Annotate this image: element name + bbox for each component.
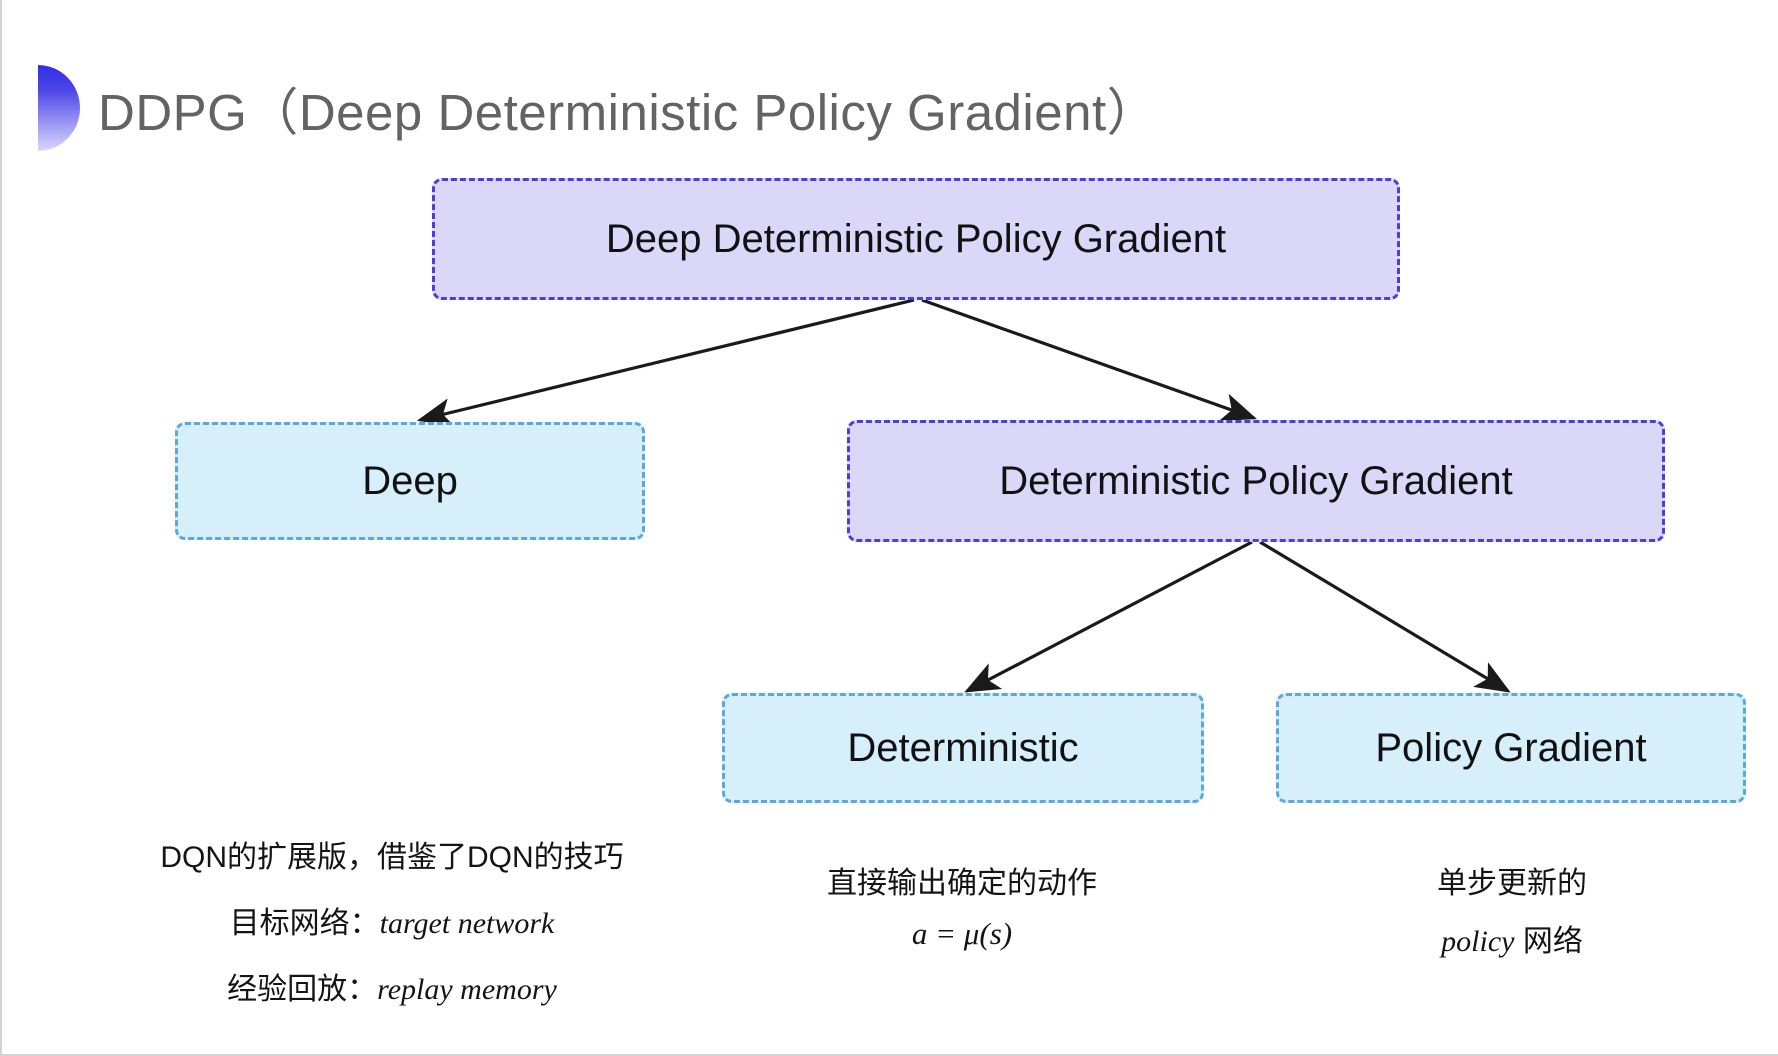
annotation-deep-line1: DQN的扩展版，借鉴了DQN的技巧 bbox=[160, 841, 624, 874]
bullet-half-circle-icon bbox=[38, 65, 80, 151]
page-title: DDPG（Deep Deterministic Policy Gradient） bbox=[98, 84, 1159, 141]
annotation-policy-gradient: 单步更新的 policy 网络 bbox=[1272, 858, 1752, 960]
annotation-policy-gradient-term: policy bbox=[1441, 925, 1515, 958]
node-label: Deterministic bbox=[847, 726, 1079, 770]
node-label: Deep bbox=[362, 459, 458, 503]
edge-dpg-to-policy-gradient bbox=[1259, 540, 1511, 693]
annotation-deep-line3-term: replay memory bbox=[377, 973, 557, 1006]
annotation-deep-line2: 目标网络：target network bbox=[62, 898, 722, 942]
node-label: Policy Gradient bbox=[1375, 726, 1647, 770]
annotation-deterministic-line1: 直接输出确定的动作 bbox=[827, 867, 1097, 900]
annotation-deep-line2-term: target network bbox=[379, 907, 555, 940]
edge-dpg-to-deterministic bbox=[964, 540, 1253, 693]
edge-root-to-deep bbox=[416, 298, 915, 427]
annotation-deterministic-formula: a = μ(s) bbox=[911, 916, 1013, 951]
node-deterministic[interactable]: Deterministic bbox=[722, 693, 1204, 803]
slide-title-row: DDPG（Deep Deterministic Policy Gradient） bbox=[38, 60, 1159, 156]
annotation-deep-line2-label: 目标网络： bbox=[229, 907, 380, 940]
node-deep-deterministic-policy-gradient[interactable]: Deep Deterministic Policy Gradient bbox=[432, 178, 1400, 300]
edge-root-to-dpg bbox=[921, 298, 1258, 421]
node-policy-gradient[interactable]: Policy Gradient bbox=[1276, 693, 1746, 803]
annotation-policy-gradient-line2: policy 网络 bbox=[1272, 916, 1752, 960]
annotation-policy-gradient-suffix: 网络 bbox=[1514, 925, 1583, 958]
annotation-policy-gradient-line1: 单步更新的 bbox=[1437, 867, 1587, 900]
annotation-deterministic: 直接输出确定的动作 a = μ(s) bbox=[702, 858, 1222, 952]
node-label: Deterministic Policy Gradient bbox=[999, 459, 1513, 503]
node-label: Deep Deterministic Policy Gradient bbox=[605, 217, 1227, 261]
node-deterministic-policy-gradient[interactable]: Deterministic Policy Gradient bbox=[847, 420, 1665, 542]
annotation-deep-line3: 经验回放：replay memory bbox=[62, 964, 722, 1008]
node-deep[interactable]: Deep bbox=[175, 422, 645, 540]
annotation-deep: DQN的扩展版，借鉴了DQN的技巧 目标网络：target network 经验… bbox=[62, 832, 722, 1008]
annotation-deep-line3-label: 经验回放： bbox=[227, 973, 378, 1006]
